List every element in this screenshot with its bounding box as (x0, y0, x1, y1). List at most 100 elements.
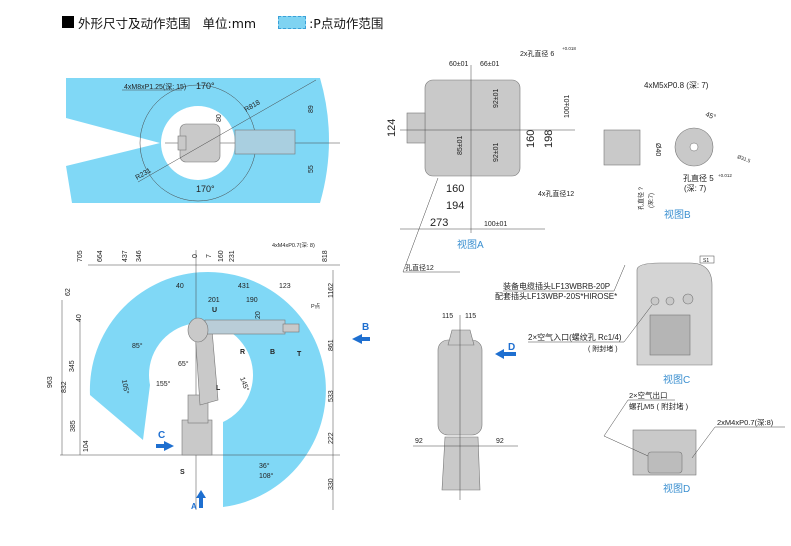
legend-p-range-swatch (278, 15, 307, 29)
axis-s: S (180, 469, 185, 476)
top-dim-89: 89 (308, 105, 315, 113)
header-title: 外形尺寸及动作范围 (78, 15, 191, 31)
view-b-hole: 孔直径 5 (683, 173, 714, 183)
dim-664: 664 (97, 250, 104, 262)
arrow-b-icon (352, 334, 370, 344)
arrow-c-label: C (158, 430, 165, 441)
dim-861: 861 (328, 339, 335, 351)
view-c-conn1: 装备电缆插头LF13WBRB-20P (503, 281, 610, 291)
dim-160: 160 (218, 250, 225, 262)
view-a-caption: 视图A (457, 238, 484, 251)
axis-t: T (297, 351, 302, 358)
dim-330: 330 (328, 478, 335, 490)
view-a-dim-85: 85±01 (457, 135, 464, 155)
dim-832: 832 (61, 381, 68, 393)
arrow-d-label: D (508, 342, 515, 353)
angle-145: 145° (238, 376, 251, 393)
arrow-b-label: B (362, 322, 369, 333)
view-a-dim-60: 60±01 (449, 61, 469, 68)
dim-0: 0 (192, 254, 199, 258)
top-radius-line (137, 79, 317, 183)
dim-385: 385 (70, 420, 77, 432)
front-dim-115a: 115 (442, 313, 453, 320)
dim-62: 62 (65, 288, 72, 296)
view-d-plate (647, 451, 683, 474)
dim-104: 104 (83, 440, 90, 452)
top-connector (177, 135, 187, 151)
view-a-dim-100v: 100±01 (564, 95, 571, 118)
dim-345: 345 (69, 360, 76, 372)
unit-label: 单位:mm (202, 15, 257, 31)
view-a-dim-160v: 160 (525, 130, 537, 148)
view-a-hole2: 2x孔直径 6 (520, 49, 554, 58)
arrow-a-label: A (191, 502, 197, 511)
view-a-dim-92a: 92±01 (493, 88, 500, 108)
view-b-dim-31: Ø31.5 (736, 154, 751, 164)
top-note: 4xM8xP1.25(深: 15) (124, 82, 186, 91)
view-b-side (603, 129, 641, 166)
top-dim-55: 55 (308, 165, 315, 173)
view-d-air-out-note: 螺孔M5 ( 附封堵 ) (629, 401, 689, 411)
dim-533: 533 (328, 390, 335, 402)
dim-431: 431 (238, 283, 250, 290)
arrow-a-icon (196, 490, 206, 508)
angle-85: 85° (132, 342, 143, 350)
dim-1162: 1162 (328, 283, 335, 298)
view-b-side-depth: (深:7) (647, 193, 655, 208)
view-a-dim-273: 273 (430, 217, 448, 229)
dim-7: 7 (206, 254, 213, 258)
front-dim-92b: 92 (496, 438, 504, 445)
angle-155: 155° (156, 380, 171, 388)
view-c-air-port-2 (665, 296, 675, 306)
angle-65: 65° (178, 360, 189, 368)
dim-40: 40 (176, 283, 184, 290)
view-b-center-hole (689, 142, 699, 152)
dim-963: 963 (47, 376, 54, 388)
view-c-air-in-note: ( 附封堵 ) (588, 344, 618, 353)
arrow-c-icon (156, 441, 174, 451)
view-b: 4xM5xP0.8 (深: 7) 45° Ø40 Ø31.5 孔直径 5 +0.… (603, 81, 751, 221)
top-angle-bottom: 170° (196, 184, 215, 194)
view-a-dim-160: 160 (446, 183, 464, 195)
view-d-air-out: 2×空气出口 (629, 390, 668, 400)
axis-l: L (216, 385, 221, 392)
front-dim-115b: 115 (465, 313, 476, 320)
view-a: 60±01 66±01 2x孔直径 6 +0.018 124 92±01 92±… (386, 46, 576, 273)
view-c-connector (649, 314, 691, 356)
view-a-flange (406, 112, 426, 144)
side-dim-lines (60, 250, 340, 510)
dim-705: 705 (77, 250, 84, 262)
view-c: S1 装备电缆插头LF13WBRB-20P 配套插头LF13WBP-20S*HI… (495, 255, 715, 386)
arrow-d-icon (495, 349, 516, 359)
header: 外形尺寸及动作范围 单位:mm :P点动作范围 (62, 13, 383, 31)
dim-40-left: 40 (76, 314, 83, 322)
axis-b: B (270, 349, 275, 356)
legend-p-label: :P点动作范围 (309, 15, 384, 31)
axis-r: R (240, 349, 245, 356)
view-c-air-in: 2×空气入口(螺纹孔 Rc1/4) (528, 332, 622, 342)
top-view: 4xM8xP1.25(深: 15) 170° 170° R818 R231 80… (66, 78, 340, 203)
axis-u: U (212, 307, 217, 314)
robot-side (181, 317, 300, 456)
view-b-caption: 视图B (664, 208, 691, 221)
view-a-hole2-tol: +0.018 (562, 46, 576, 51)
view-d-caption: 视图D (663, 482, 690, 495)
view-a-dim-92b: 92±01 (493, 142, 500, 162)
p-point-label: P点 (311, 303, 321, 310)
view-c-air-port-1 (650, 296, 660, 306)
front-base (441, 436, 481, 491)
view-a-dim-66: 66±01 (480, 61, 500, 68)
angle-105: 105° (120, 379, 130, 395)
dim-231: 231 (229, 250, 236, 262)
view-a-hole12: 孔直径12 (405, 263, 434, 272)
legend-black-square (62, 16, 74, 28)
view-b-dim-40: Ø40 (654, 143, 661, 156)
view-c-tag: S1 (703, 258, 709, 264)
top-dim-80: 80 (216, 114, 223, 122)
view-b-depth: (深: 7) (684, 184, 707, 193)
view-b-side-hole: 孔直径 ? (637, 186, 645, 210)
top-arm (234, 129, 296, 155)
angle-108: 108° (259, 472, 274, 480)
view-b-note: 4xM5xP0.8 (深: 7) (644, 81, 709, 90)
